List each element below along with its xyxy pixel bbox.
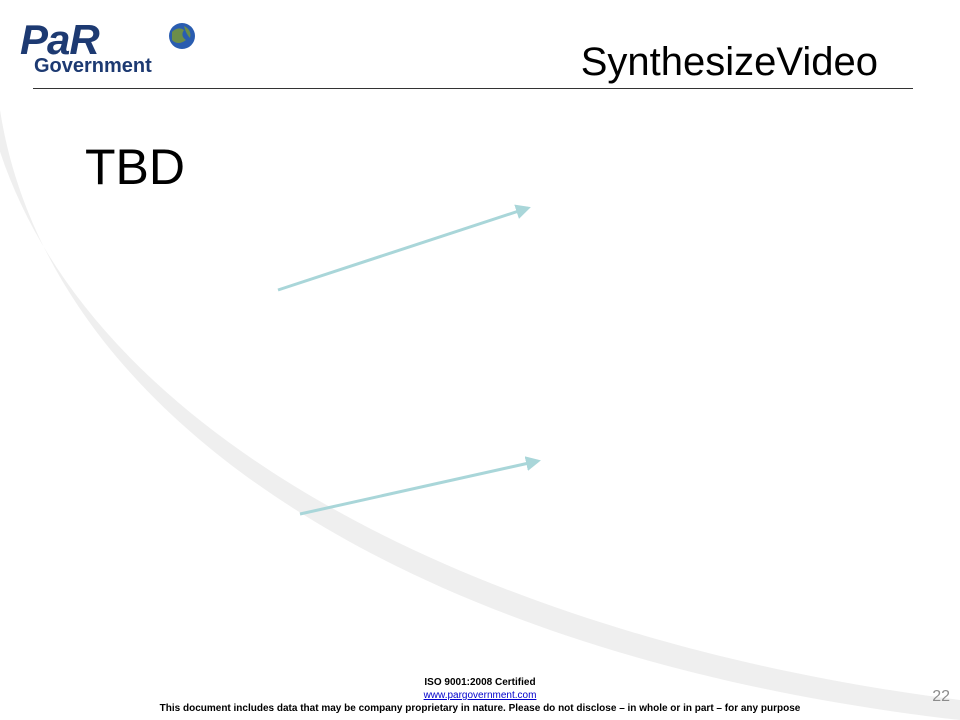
certification-text: ISO 9001:2008 Certified	[424, 677, 536, 688]
upper-arrow	[277, 204, 531, 292]
pargovernment-logo: PaR Government	[20, 18, 195, 76]
page-number: 22	[932, 688, 950, 705]
slide-body-text: TBD	[85, 139, 185, 195]
website-link[interactable]: www.pargovernment.com	[423, 690, 537, 701]
slide-title: SynthesizeVideo	[580, 40, 878, 84]
logo-subtitle: Government	[34, 55, 152, 76]
logo-word: PaR	[20, 18, 100, 63]
title-divider	[33, 88, 913, 89]
disclaimer-text: This document includes data that may be …	[159, 703, 801, 714]
footer: ISO 9001:2008 Certified www.pargovernmen…	[0, 676, 960, 720]
lower-arrow	[299, 456, 541, 516]
globe-icon	[169, 23, 195, 49]
